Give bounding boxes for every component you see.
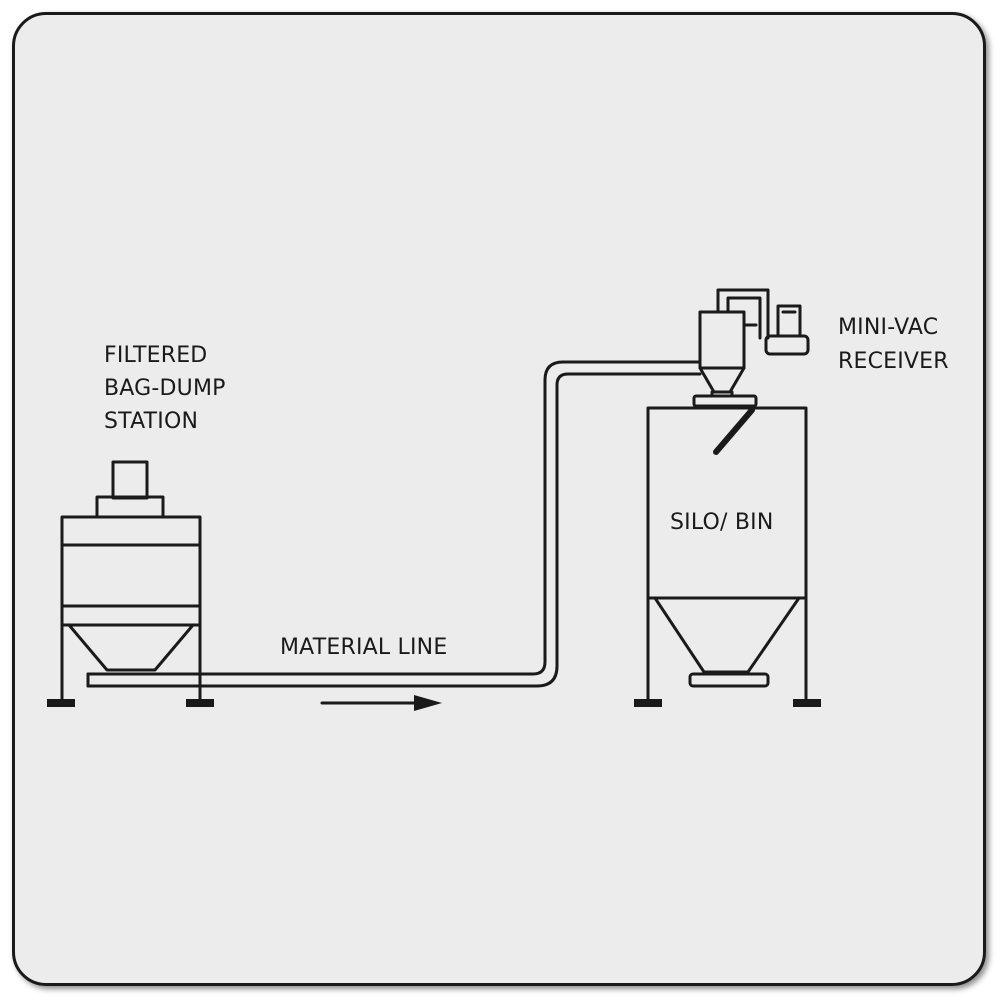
receiver-cylinder — [698, 310, 746, 370]
silo-cone — [653, 596, 801, 674]
silo-foot-left — [634, 699, 662, 707]
filter-cap — [111, 460, 149, 500]
bag-dump-label-line-3: STATION — [104, 409, 198, 434]
station-foot-right — [186, 699, 214, 707]
vacuum-pump — [764, 334, 810, 356]
material-line-pipe — [86, 360, 702, 688]
silo-body — [646, 406, 808, 600]
silo-inlet — [692, 394, 758, 408]
receiver-label-line-2: RECEIVER — [838, 349, 949, 374]
material-line-label: MATERIAL LINE — [280, 635, 447, 660]
silo-foot-right — [793, 699, 821, 707]
pump-motor — [776, 304, 802, 338]
bag-dump-station — [47, 460, 214, 707]
mini-vac-receiver — [698, 288, 810, 398]
station-foot-left — [47, 699, 75, 707]
diagram-card — [12, 12, 986, 986]
filter-housing — [95, 495, 165, 519]
bag-dump-label-line-2: BAG-DUMP — [104, 376, 226, 401]
silo-bin — [634, 394, 821, 707]
diverter-flap — [713, 407, 755, 455]
receiver-label-line-1: MINI-VAC — [838, 315, 938, 340]
station-body — [60, 515, 202, 627]
silo-label: SILO/ BIN — [670, 510, 774, 535]
right-arrow-icon — [320, 695, 442, 711]
station-hopper — [67, 623, 195, 672]
silo-discharge — [688, 672, 770, 688]
bag-dump-label-line-1: FILTERED — [104, 343, 207, 368]
